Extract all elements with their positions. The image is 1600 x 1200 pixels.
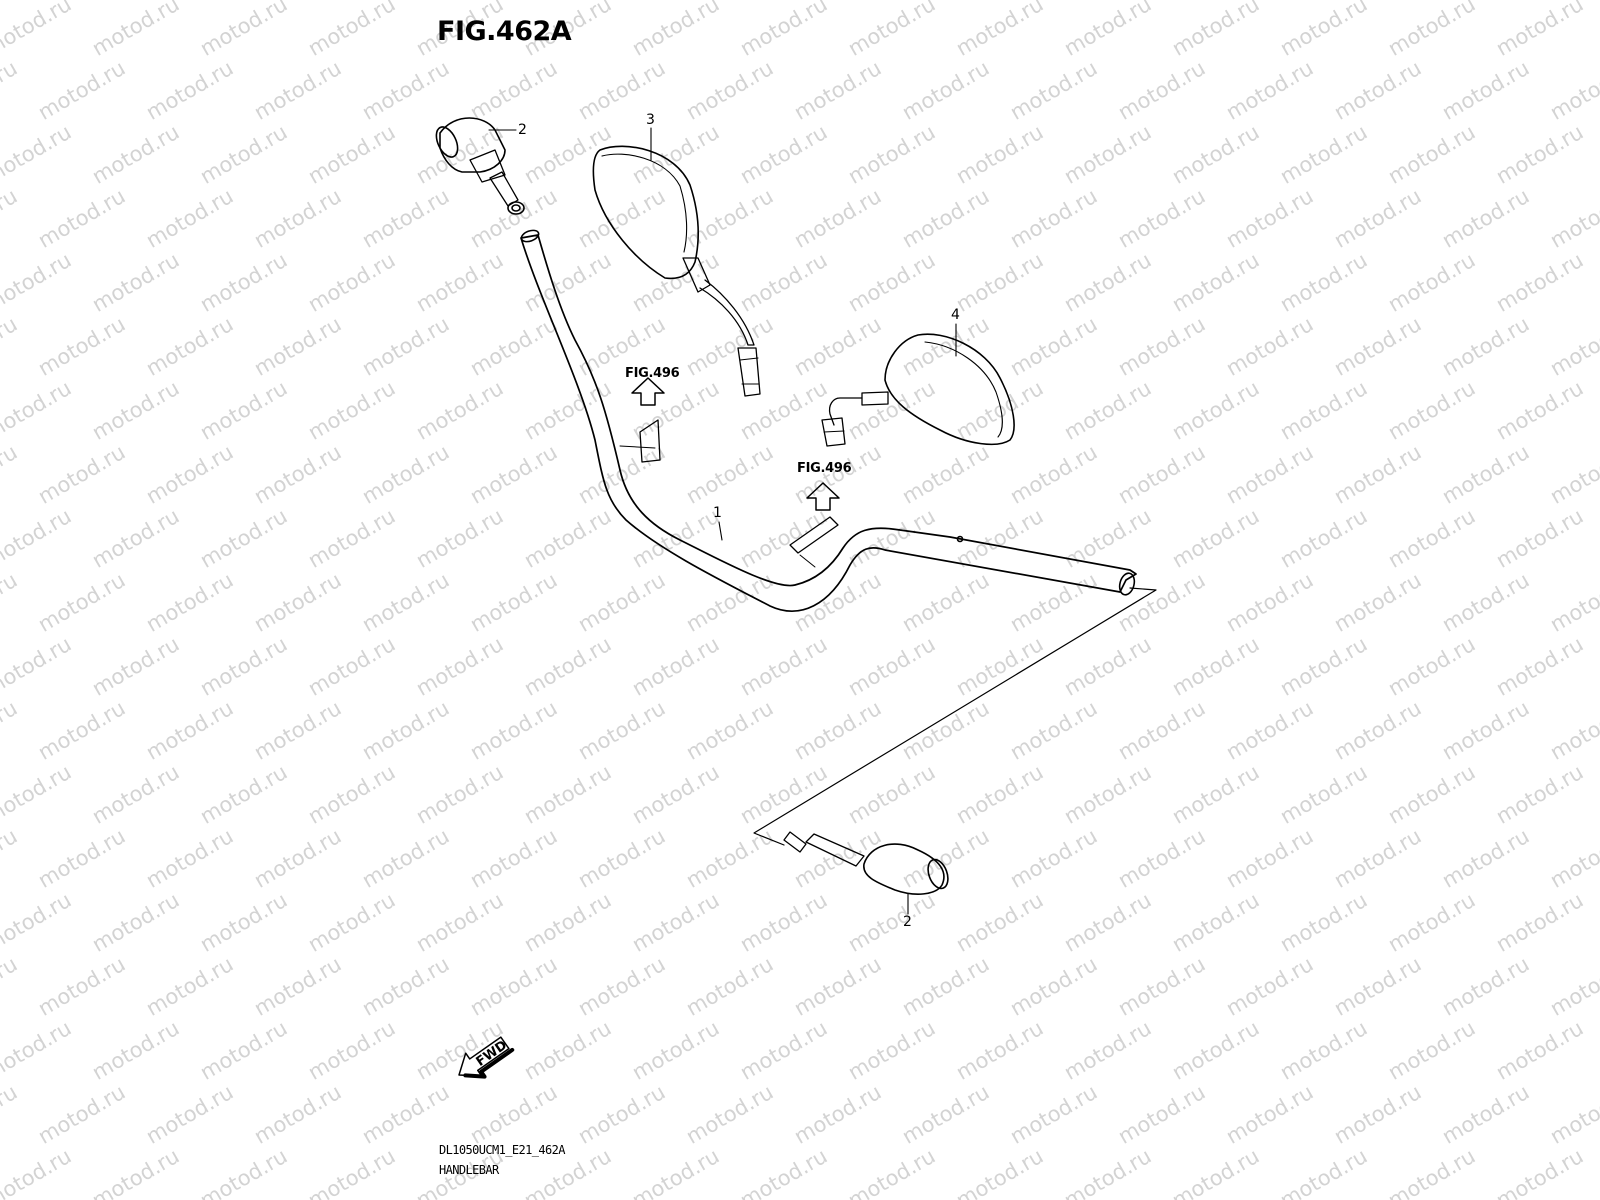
end-weight-left-drawing (435, 117, 525, 215)
callout-leaders (488, 127, 957, 915)
fig-ref-left[interactable]: FIG.496 (625, 366, 680, 381)
mirror-left-drawing (592, 145, 761, 397)
figure-title: FIG.462A (437, 16, 572, 47)
end-weight-right-drawing (783, 831, 949, 895)
callout-mirror-left: 3 (646, 112, 655, 128)
fig-ref-right[interactable]: FIG.496 (797, 461, 852, 476)
callout-handlebar: 1 (713, 505, 722, 521)
fig-ref-arrow-right (806, 482, 840, 511)
assembly-line (753, 587, 1157, 846)
handlebar-drawing (520, 229, 1137, 612)
mirror-right-drawing (821, 333, 1015, 447)
figure-name: HANDLEBAR (439, 1163, 499, 1177)
fig-ref-arrow-left (631, 377, 665, 406)
callout-mirror-right: 4 (951, 307, 960, 323)
fwd-arrow-icon: FWD (458, 1036, 515, 1079)
callout-end-weight-right: 2 (903, 914, 912, 930)
callout-end-weight-left: 2 (518, 122, 527, 138)
figure-code: DL1050UCM1_E21_462A (439, 1143, 565, 1157)
